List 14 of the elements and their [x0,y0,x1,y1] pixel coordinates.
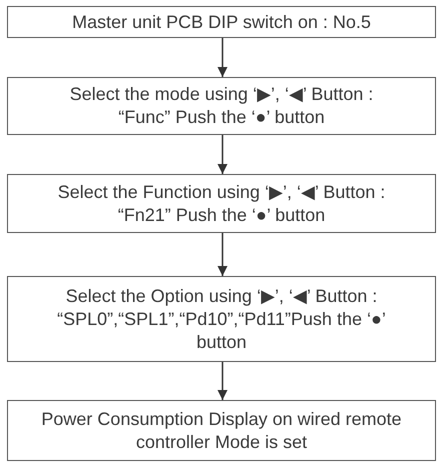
step-text: Power Consumption Display on wired remote controller Mode is set [40,408,403,454]
arrow [218,362,228,400]
step-text: Select the mode using ‘▶’, ‘◀’ Button : “Func” Push the ‘●’ button [68,83,374,129]
arrow [218,135,228,174]
arrow [218,38,228,77]
process-box [7,174,436,233]
step-text: Select the Option using ‘▶’, ‘◀’ Button : “SPL0”,“SPL1”,“Pd10”,“Pd11”Push the ‘●’ button [56,284,387,354]
process-box [7,400,436,461]
process-box [7,77,436,135]
step-text: Select the Function using ‘▶’, ‘◀’ Button : “Fn21” Push the ‘●’ button [56,180,386,226]
process-box [7,276,436,362]
step-text: Master unit PCB DIP switch on : No.5 [72,10,371,34]
process-box [7,6,436,38]
arrow [218,233,228,276]
